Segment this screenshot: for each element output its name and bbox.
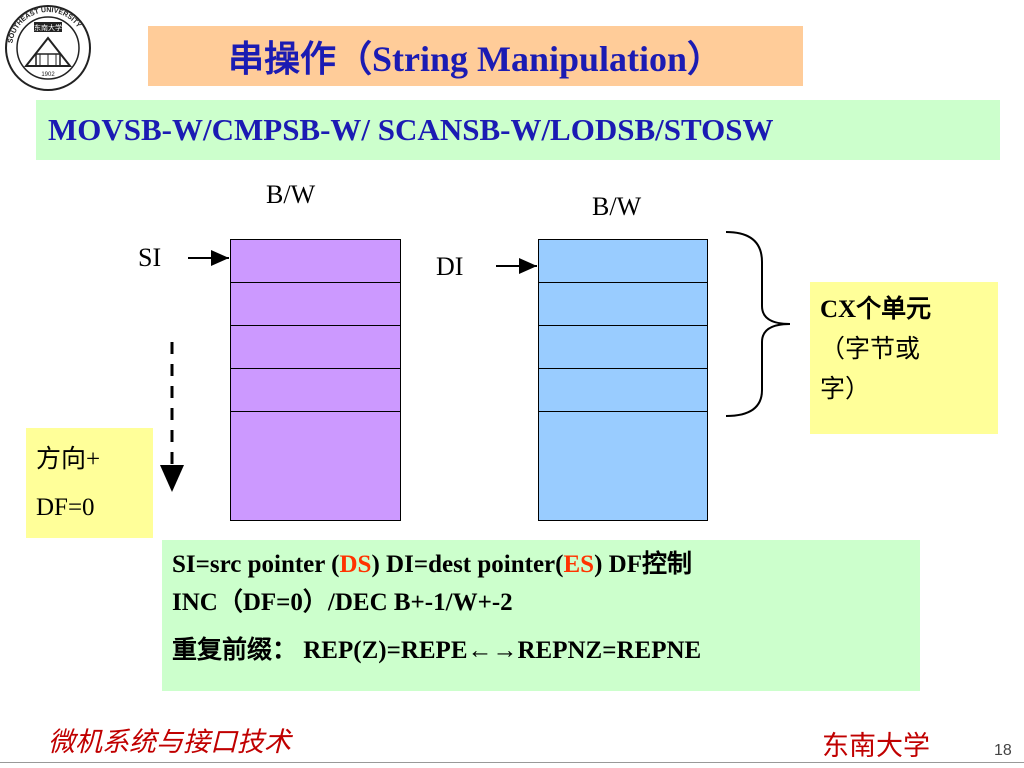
- cx-brace: [725, 231, 791, 417]
- info-df-text: ) DF控制: [594, 551, 692, 578]
- dst-cell: [539, 326, 707, 369]
- cx-note-line3: 字）: [820, 376, 871, 403]
- pointer-info-box: SI=src pointer (DS) DI=dest pointer(ES) …: [162, 540, 920, 691]
- destination-string-column: [538, 239, 708, 521]
- es-segment-label: ES: [563, 551, 595, 578]
- direction-note-line1: 方向+: [36, 446, 101, 473]
- university-logo: SOUTHEAST UNIVERSITY 东南大学 1902: [5, 5, 91, 91]
- dst-cell: [539, 369, 707, 412]
- cx-note-line2: （字节或: [820, 336, 921, 363]
- university-name: 东南大学: [822, 731, 930, 762]
- si-pointer-label: SI: [138, 243, 162, 272]
- instruction-list-text: MOVSB-W/CMPSB-W/ SCANSB-W/LODSB/STOSW: [48, 112, 774, 147]
- info-line-2: INC（DF=0）/DEC B+-1/W+-2: [172, 589, 513, 616]
- info-si-text: SI=src pointer (: [172, 551, 340, 578]
- svg-text:1902: 1902: [41, 72, 55, 78]
- dst-cell: [539, 240, 707, 283]
- src-column-header: B/W: [266, 180, 316, 209]
- info-line-1: SI=src pointer (DS) DI=dest pointer(ES) …: [172, 546, 910, 584]
- ds-segment-label: DS: [339, 551, 372, 578]
- src-cell: [231, 283, 400, 326]
- slide-title: 串操作（String Manipulation）: [148, 26, 803, 86]
- src-cell: [231, 412, 400, 520]
- direction-note: 方向+ DF=0: [26, 428, 153, 538]
- source-string-column: [230, 239, 401, 521]
- src-cell: [231, 240, 400, 283]
- dst-cell: [539, 412, 707, 520]
- src-cell: [231, 326, 400, 369]
- svg-text:东南大学: 东南大学: [34, 23, 62, 32]
- di-pointer-label: DI: [436, 252, 464, 281]
- cx-count-note: CX个单元 （字节或 字）: [810, 282, 998, 434]
- info-di-text: ) DI=dest pointer(: [371, 551, 564, 578]
- cx-note-line1: CX个单元: [820, 296, 932, 323]
- footer-divider: [0, 762, 1024, 763]
- direction-note-line2: DF=0: [36, 494, 95, 521]
- info-line-3: 重复前缀： REP(Z)=REPE←→REPNZ=REPNE: [172, 637, 702, 664]
- course-name: 微机系统与接口技术: [48, 727, 291, 758]
- page-number: 18: [994, 742, 1012, 759]
- slide-title-text: 串操作（String Manipulation）: [227, 39, 724, 79]
- dst-cell: [539, 283, 707, 326]
- dst-column-header: B/W: [592, 192, 642, 221]
- src-cell: [231, 369, 400, 412]
- instruction-list-banner: MOVSB-W/CMPSB-W/ SCANSB-W/LODSB/STOSW: [36, 100, 1000, 160]
